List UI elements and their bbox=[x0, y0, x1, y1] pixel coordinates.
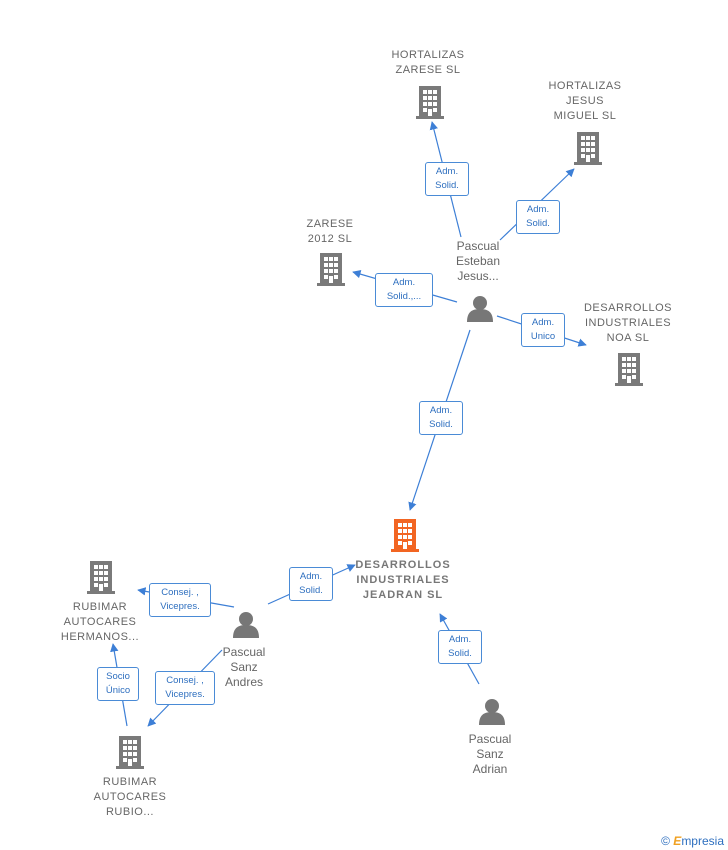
building-icon[interactable] bbox=[574, 132, 602, 165]
building-icon[interactable] bbox=[615, 353, 643, 386]
person-icon[interactable] bbox=[233, 612, 259, 638]
edge-badge: Adm. Solid. bbox=[289, 567, 333, 601]
edge-badge: Adm. Solid.,... bbox=[375, 273, 433, 307]
footer-brand[interactable]: © Empresia bbox=[661, 834, 724, 848]
brand-name: mpresia bbox=[681, 834, 724, 848]
edge-badge: Adm. Solid. bbox=[425, 162, 469, 196]
building-icon[interactable] bbox=[391, 519, 419, 552]
building-icon[interactable] bbox=[87, 561, 115, 594]
company-label-hortalizas-jesus[interactable]: HORTALIZAS JESUS MIGUEL SL bbox=[548, 80, 622, 122]
company-label-zarese-2012[interactable]: ZARESE 2012 SL bbox=[306, 218, 354, 245]
edge-badge: Adm. Solid. bbox=[516, 200, 560, 234]
person-icon[interactable] bbox=[467, 296, 493, 322]
company-label-hortalizas-zarese[interactable]: HORTALIZAS ZARESE SL bbox=[391, 49, 465, 76]
edge-badge: Adm. Unico bbox=[521, 313, 565, 347]
company-label-rubimar-rubio[interactable]: RUBIMAR AUTOCARES RUBIO... bbox=[93, 776, 167, 818]
company-label-desarrollos-jeadran[interactable]: DESARROLLOS INDUSTRIALES JEADRAN SL bbox=[355, 559, 451, 601]
edge-badge: Adm. Solid. bbox=[419, 401, 463, 435]
brand-logo-letter: E bbox=[673, 834, 682, 848]
copyright-icon: © bbox=[661, 834, 670, 848]
person-icon[interactable] bbox=[479, 699, 505, 725]
person-label-pascual-adrian[interactable]: Pascual Sanz Adrian bbox=[468, 732, 512, 776]
person-label-pascual-andres[interactable]: Pascual Sanz Andres bbox=[222, 645, 266, 689]
edge-badge: Consej. , Vicepres. bbox=[149, 583, 211, 617]
company-label-rubimar-hermanos[interactable]: RUBIMAR AUTOCARES HERMANOS... bbox=[60, 601, 140, 643]
company-label-desarrollos-noa[interactable]: DESARROLLOS INDUSTRIALES NOA SL bbox=[583, 302, 673, 344]
person-label-pascual-esteban[interactable]: Pascual Esteban Jesus... bbox=[455, 239, 501, 283]
edge-badge: Socio Único bbox=[97, 667, 139, 701]
building-icon[interactable] bbox=[116, 736, 144, 769]
edge-badge: Consej. , Vicepres. bbox=[155, 671, 215, 705]
building-icon[interactable] bbox=[416, 86, 444, 119]
edge-badge: Adm. Solid. bbox=[438, 630, 482, 664]
building-icon[interactable] bbox=[317, 253, 345, 286]
